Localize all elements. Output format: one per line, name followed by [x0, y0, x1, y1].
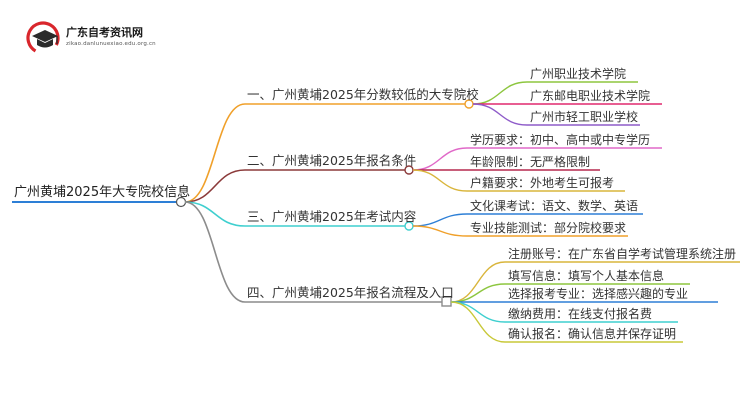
brand-url: zikao.danlunuexiao.edu.org.cn	[66, 41, 156, 47]
leaf-1-2-label: 广东邮电职业技术学院	[530, 89, 651, 103]
leaf-3-1-label: 文化课考试：语文、数学、英语	[470, 199, 639, 213]
edge-b4-leaf2	[450, 283, 506, 303]
leaf-1-3-label: 广州市轻工职业学校	[530, 110, 639, 124]
edge-b3-leaf1	[412, 213, 468, 227]
edge-b1-leaf1	[472, 81, 528, 105]
leaf-4-4-label: 缴纳费用：在线支付报名费	[508, 307, 653, 321]
leaf-2-2-label: 年龄限制：无严格限制	[470, 155, 591, 169]
leaf-3-2-label: 专业技能测试：部分院校要求	[470, 221, 627, 235]
leaf-2-3-label: 户籍要求：外地考生可报考	[470, 176, 615, 190]
branch-4-label: 四、广州黄埔2025年报名流程及入口	[247, 285, 454, 300]
edge-b4-leaf1	[450, 261, 506, 303]
leaf-4-1-label: 注册账号：在广东省自学考试管理系统注册	[508, 247, 737, 261]
branch-1-label: 一、广州黄埔2025年分数较低的大专院校	[247, 87, 479, 102]
leaf-4-3-label: 选择报考专业：选择感兴趣的专业	[508, 287, 689, 301]
edge-b2-leaf3	[412, 169, 468, 192]
edge-b3-leaf2	[412, 225, 468, 237]
branch-2-label: 二、广州黄埔2025年报名条件	[247, 153, 417, 168]
edge-root-branch2	[184, 169, 246, 203]
brand-name: 广东自考资讯网	[66, 26, 143, 39]
leaf-4-2-label: 填写信息：填写个人基本信息	[508, 269, 665, 283]
edge-root-branch3	[184, 201, 246, 227]
leaf-4-5-label: 确认报名：确认信息并保存证明	[508, 327, 677, 341]
root-label: 广州黄埔2025年大专院校信息	[14, 185, 191, 200]
edge-b1-leaf3	[472, 103, 528, 126]
edge-root-branch1	[184, 103, 246, 203]
edge-b2-leaf1	[412, 147, 468, 171]
edge-root-branch4	[184, 201, 246, 303]
leaf-1-1-label: 广州职业技术学院	[530, 67, 627, 81]
graduation-cap-logo-icon	[26, 21, 60, 55]
branch-3-label: 三、广州黄埔2025年考试内容	[247, 209, 417, 224]
edge-b4-leaf5	[450, 301, 506, 343]
edge-b4-leaf4	[450, 301, 506, 323]
leaf-2-1-label: 学历要求：初中、高中或中专学历	[470, 133, 651, 147]
